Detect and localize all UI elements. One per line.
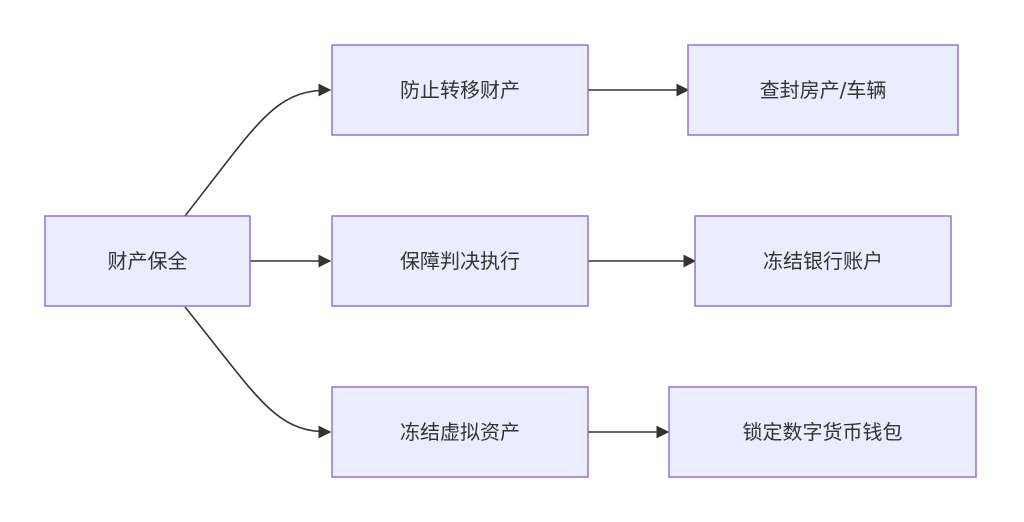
node-c1-label: 冻结虚拟资产 — [400, 420, 520, 444]
node-a2-label: 查封房产/车辆 — [760, 78, 887, 102]
node-b1: 保障判决执行 — [331, 215, 589, 307]
node-a2: 查封房产/车辆 — [687, 44, 959, 136]
node-root: 财产保全 — [44, 215, 251, 307]
node-c2: 锁定数字货币钱包 — [668, 386, 977, 478]
node-c2-label: 锁定数字货币钱包 — [743, 420, 903, 444]
node-a1: 防止转移财产 — [331, 44, 589, 136]
node-b1-label: 保障判决执行 — [400, 249, 520, 273]
edge-root-a1 — [184, 83, 332, 217]
node-a1-label: 防止转移财产 — [400, 78, 520, 102]
node-root-label: 财产保全 — [108, 249, 188, 273]
node-b2-label: 冻结银行账户 — [763, 249, 883, 273]
node-b2: 冻结银行账户 — [694, 215, 952, 307]
edge-root-c1 — [184, 306, 332, 439]
node-c1: 冻结虚拟资产 — [331, 386, 589, 478]
